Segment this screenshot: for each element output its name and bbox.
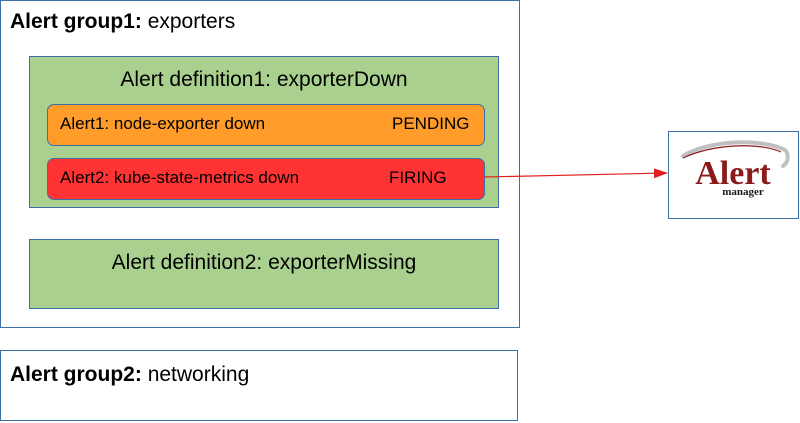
alert-group-1-title: Alert group1: exporters: [10, 10, 235, 34]
alert-definition-2: Alert definition2: exporterMissing: [29, 239, 499, 309]
alertmanager-logo-sub: manager: [722, 186, 764, 198]
alert-1-state: PENDING: [392, 114, 470, 133]
alert-definition-1-title: Alert definition1: exporterDown: [30, 68, 498, 92]
alert-1-name: Alert1: node-exporter down: [60, 114, 265, 134]
alert-group-1: Alert group1: exporters Alert definition…: [0, 0, 520, 328]
alert-2-state: FIRING: [389, 168, 447, 187]
alert-definition-1-name: exporterDown: [276, 68, 408, 91]
alert-2-text: kube-state-metrics down: [113, 168, 300, 187]
alert-1: Alert1: node-exporter down PENDING: [47, 104, 485, 146]
alert-2: Alert2: kube-state-metrics down FIRING: [47, 158, 485, 200]
alert-definition-2-label: Alert definition2:: [111, 251, 263, 274]
alert-2-label: Alert2:: [60, 168, 110, 187]
alertmanager-logo: Alert manager: [681, 140, 790, 198]
alert-definition-1: Alert definition1: exporterDown Alert1: …: [29, 56, 499, 208]
alert-group-2: Alert group2: networking: [0, 350, 518, 421]
alert-definition-1-label: Alert definition1:: [120, 68, 271, 91]
alert-group-1-name: exporters: [147, 10, 236, 33]
alert-definition-2-title: Alert definition2: exporterMissing: [30, 251, 498, 275]
alert-group-2-label: Alert group2:: [10, 363, 142, 386]
alertmanager-box: Alert manager: [668, 131, 799, 219]
alert-group-1-label: Alert group1:: [10, 10, 142, 33]
alert-definition-2-name: exporterMissing: [268, 251, 417, 274]
alertmanager-logo-main: Alert: [695, 155, 771, 192]
alert-1-label: Alert1:: [60, 114, 110, 133]
alert-1-text: node-exporter down: [113, 114, 266, 133]
alert-group-2-title: Alert group2: networking: [10, 363, 249, 387]
alert-group-2-name: networking: [147, 363, 250, 386]
alert-2-name: Alert2: kube-state-metrics down: [60, 168, 299, 188]
